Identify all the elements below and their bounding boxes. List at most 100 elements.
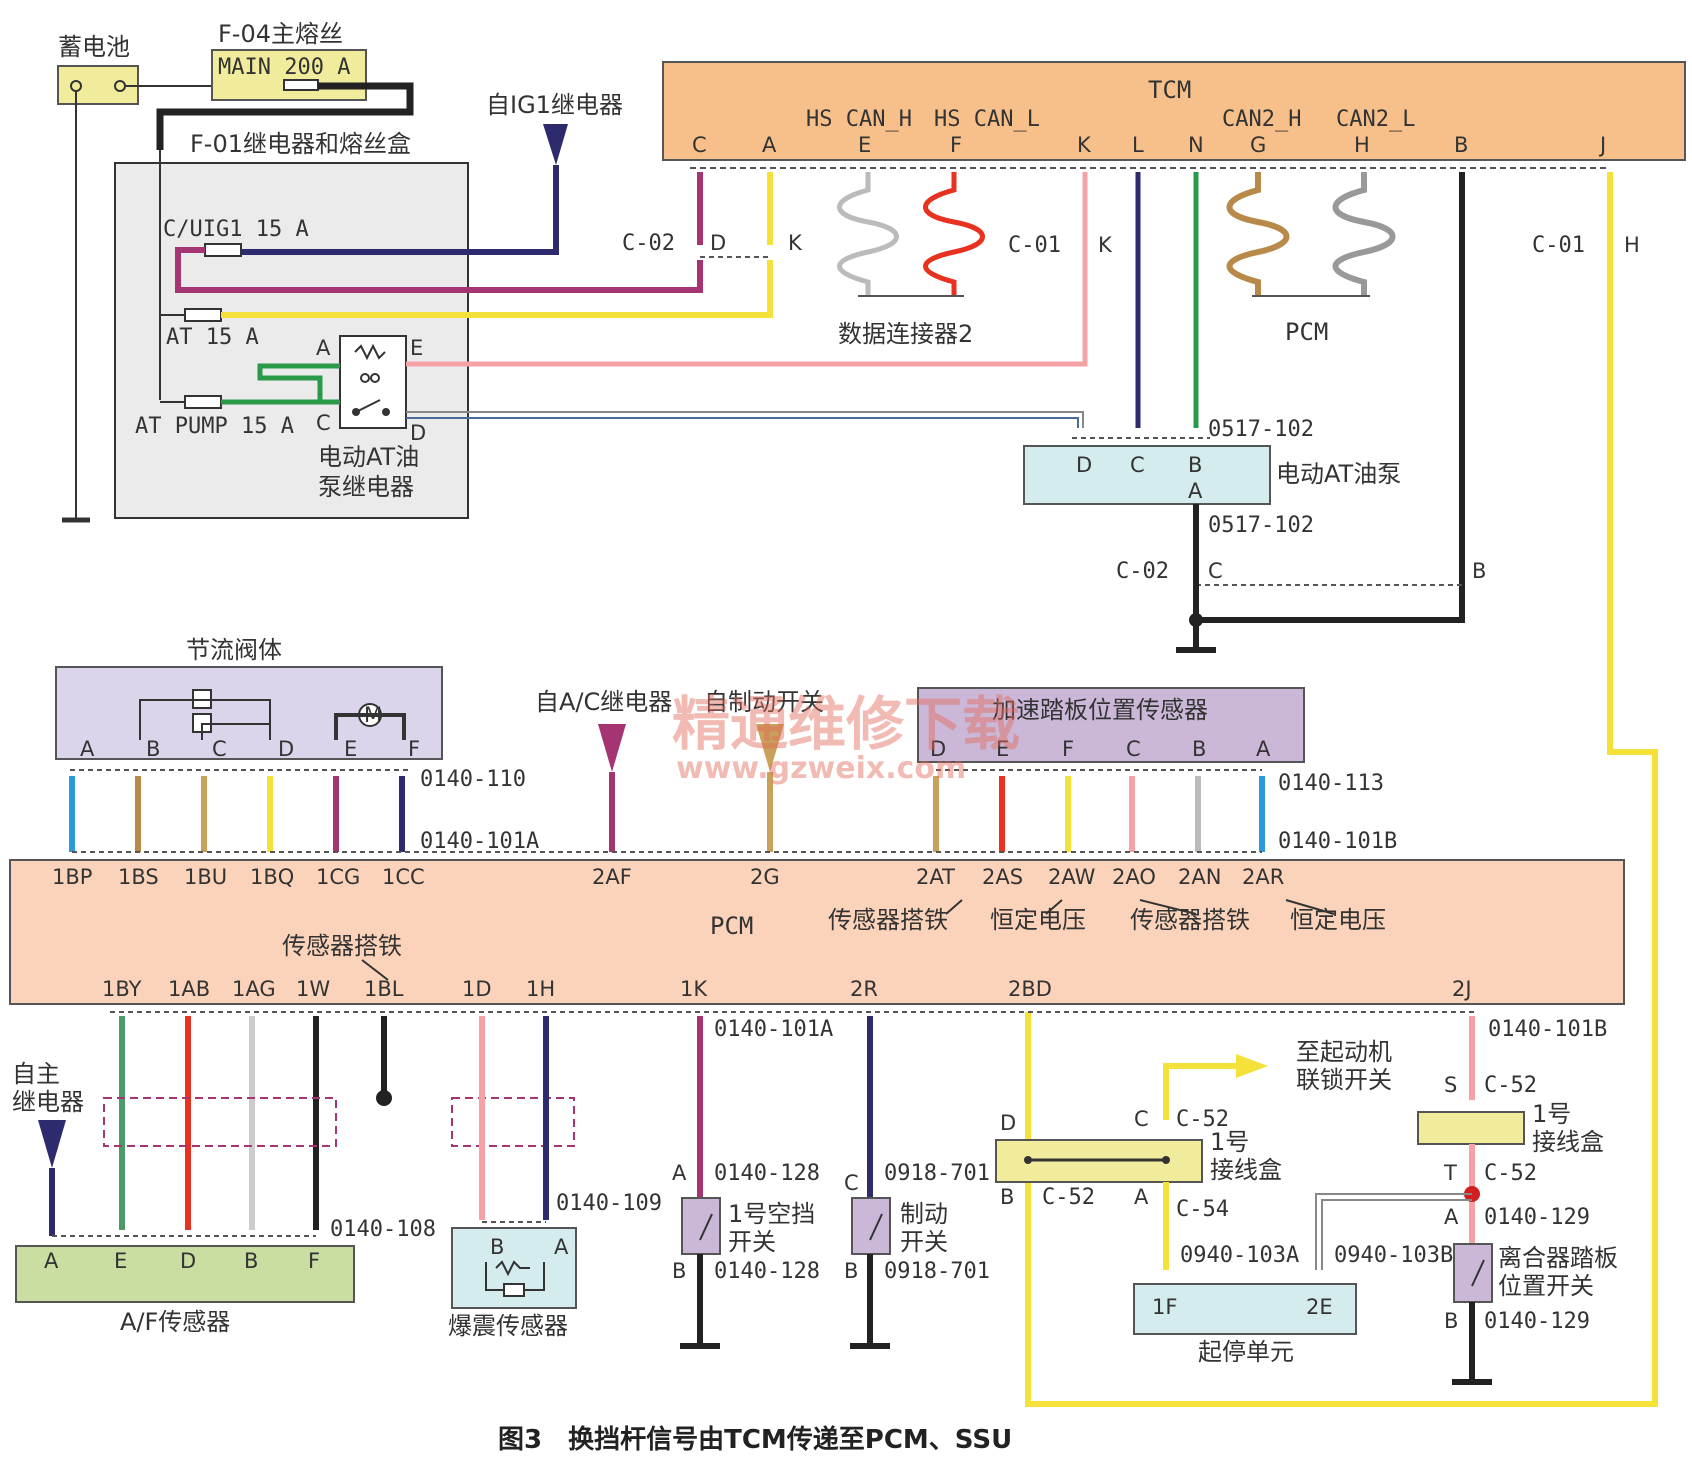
knock-pin-a: A: [554, 1235, 569, 1259]
brake-src-group: 自制动开关: [704, 688, 824, 852]
af-sensor-box: [15, 1245, 355, 1303]
fuse-cuig1-label: C/UIG1 15 A: [163, 217, 309, 242]
pcm-bottom-pin-1k: 1K: [680, 977, 708, 1001]
pcm-note-3: 传感器搭铁: [1130, 906, 1250, 934]
brake-switch-group: C 0918-701 制动 开关 B 0918-701: [844, 1161, 990, 1349]
throttle-conn1: 0140-110: [420, 767, 526, 792]
relay-switch-icon: [355, 399, 381, 413]
ig1-source-icon: [543, 124, 568, 165]
figure-caption: 图3 换挡杆信号由TCM传递至PCM、SSU: [498, 1424, 1012, 1455]
ground-c02-pin-c: C: [1208, 559, 1223, 583]
tcm-pin-g: G: [1250, 133, 1266, 157]
j2-c52-top: C-52: [1484, 1073, 1537, 1098]
app-pin-f: F: [1062, 737, 1074, 761]
pcm-bottom-pin-2r: 2R: [850, 977, 878, 1001]
pcm-conn-left: 0140-101A: [714, 1017, 833, 1042]
main-relay-group: 自主 继电器: [12, 1060, 84, 1236]
clutch-label-1: 离合器踏板: [1498, 1244, 1618, 1272]
throttle-pin-b: B: [146, 737, 160, 761]
pcm-top-pin-2aw: 2AW: [1048, 865, 1096, 889]
brake-switch-label-2: 开关: [900, 1228, 948, 1256]
tcm-pin-a: A: [762, 133, 777, 157]
clutch-switch-icon[interactable]: [1453, 1243, 1493, 1303]
main-fuse-icon: [283, 79, 319, 91]
stop-start-box: [1133, 1283, 1357, 1335]
tcm-pin-b: B: [1454, 133, 1468, 157]
pump-relay-pin-a: A: [316, 336, 331, 360]
c01-h-pin: H: [1624, 233, 1640, 257]
c01-k-pin: K: [1098, 233, 1113, 257]
at-pump-conn-top: 0517-102: [1208, 417, 1314, 442]
af-pin-b: B: [244, 1249, 258, 1273]
junction1-label-1: 1号: [1210, 1128, 1249, 1156]
knock-conn: 0140-109: [556, 1191, 662, 1216]
brake-pin-b: B: [844, 1259, 858, 1283]
pcm-bottom-pin-1by: 1BY: [102, 977, 142, 1001]
tcm-pin-c: C: [692, 133, 707, 157]
can2-pair-group: PCM: [1226, 172, 1396, 346]
j1-pin-c: C: [1134, 1107, 1149, 1131]
tcm-hscan-l: HS CAN_L: [934, 107, 1040, 132]
pcm-top-pin-1cg: 1CG: [316, 865, 360, 889]
brake-src-label: 自制动开关: [704, 688, 824, 716]
watermark-text: 精通维修下载: [672, 690, 1020, 758]
pcm-top-pin-2ao: 2AO: [1112, 865, 1156, 889]
pcm-note-2: 恒定电压: [990, 906, 1086, 934]
pcm-note-1: 传感器搭铁: [828, 906, 948, 934]
clutch-pin-b: B: [1444, 1309, 1458, 1333]
clutch-pin-a: A: [1444, 1205, 1459, 1229]
brake-switch-label-1: 制动: [900, 1200, 948, 1228]
af-pin-f: F: [308, 1249, 320, 1273]
pcm-bottom-pin-1bl: 1BL: [364, 977, 404, 1001]
fuse-box: [114, 162, 469, 519]
tcm-pin-e: E: [858, 133, 871, 157]
tcm-pin-k: K: [1077, 133, 1092, 157]
fuse-at-label: AT 15 A: [166, 325, 259, 350]
ac-source-icon: [598, 724, 626, 772]
fuse-at-icon: [184, 308, 222, 322]
tcm-label: TCM: [1148, 76, 1191, 104]
j1-pin-d: D: [1000, 1111, 1016, 1135]
neutral-switch-icon[interactable]: [681, 1197, 721, 1255]
j2-pin-t: T: [1443, 1161, 1457, 1185]
pcm-top-pin-2at: 2AT: [916, 865, 955, 889]
throttle-conn2: 0140-101A: [420, 829, 539, 854]
ss-pin-1f: 1F: [1152, 1295, 1177, 1319]
app-conn1: 0140-113: [1278, 771, 1384, 796]
knock-pin-b: B: [490, 1235, 504, 1259]
pcm-conn-right: 0140-101B: [1488, 1017, 1607, 1042]
knock-crystal-icon: [503, 1283, 525, 1297]
neutral-conn-b: 0140-128: [714, 1259, 820, 1284]
pump-relay-pin-d: D: [410, 421, 426, 445]
clutch-switch-group: A 0140-129 离合器踏板 位置开关 B 0140-129: [1444, 1205, 1618, 1385]
neutral-switch-group: A 0140-128 1号空挡 开关 B 0140-128: [672, 1161, 820, 1349]
pcm-top-pin-1bu: 1BU: [184, 865, 227, 889]
af-pin-d: D: [180, 1249, 196, 1273]
tcm-can2-h: CAN2_H: [1222, 107, 1301, 132]
relay-resistor-icon: [354, 343, 386, 361]
at-pump-conn-bottom: 0517-102: [1208, 513, 1314, 538]
tcm-pin-n: N: [1188, 133, 1204, 157]
tcm-pin-l: L: [1132, 133, 1144, 157]
c02-pin-d: D: [710, 231, 726, 255]
brake-conn-b: 0918-701: [884, 1259, 990, 1284]
pcm-box: [9, 859, 1625, 1005]
brake-pin-c: C: [844, 1171, 859, 1195]
neutral-switch-label-1: 1号空挡: [728, 1200, 815, 1228]
j1-c54: C-54: [1176, 1197, 1229, 1222]
fuse-atpump-icon: [184, 395, 222, 409]
app-pin-c: C: [1126, 737, 1141, 761]
ss-pin-2e: 2E: [1306, 1295, 1333, 1319]
brake-switch-icon[interactable]: [851, 1197, 891, 1255]
app-pin-b: B: [1192, 737, 1206, 761]
ss-conn-b: 0940-103B: [1334, 1243, 1453, 1268]
tcm-pin-f: F: [950, 133, 962, 157]
pcm-bottom-pin-1d: 1D: [462, 977, 492, 1001]
pcm-bottom-pin-1h: 1H: [526, 977, 555, 1001]
tcm-pin-h: H: [1354, 133, 1370, 157]
pcm-top-pin-2g: 2G: [750, 865, 780, 889]
starter-label-1: 至起动机: [1296, 1038, 1392, 1066]
